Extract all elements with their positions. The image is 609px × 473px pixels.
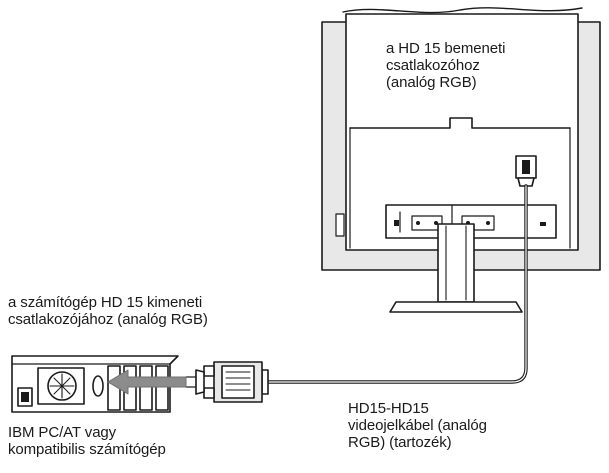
label-computer: IBM PC/AT vagy kompatibilis számítógép xyxy=(8,424,166,458)
cable-monitor-connector xyxy=(515,155,537,187)
monitor-top-break xyxy=(342,7,583,14)
connect-arrow xyxy=(107,369,187,395)
label-monitor-input-line-2: csatlakozóhoz xyxy=(386,57,480,74)
label-computer-output-line-2: csatlakozójához (analóg RGB) xyxy=(8,311,208,328)
label-cable: HD15-HD15 videojelkábel (analóg RGB) (ta… xyxy=(348,400,487,451)
label-computer-line-1: IBM PC/AT vagy xyxy=(8,424,117,441)
monitor-rear-view xyxy=(321,7,601,313)
monitor-cover-plate xyxy=(349,117,571,129)
cable-computer-connector xyxy=(185,361,269,403)
label-cable-line-3: RGB) (tartozék) xyxy=(348,434,452,451)
monitor-back-panel xyxy=(345,13,579,251)
label-computer-output-line-1: a számítógép HD 15 kimeneti xyxy=(8,294,203,311)
monitor-side-bracket xyxy=(335,213,345,237)
label-monitor-input-line-1: a HD 15 bemeneti xyxy=(386,40,506,57)
label-computer-line-2: kompatibilis számítógép xyxy=(8,441,166,458)
label-computer-output: a számítógép HD 15 kimeneti csatlakozójá… xyxy=(8,294,208,328)
computer-rear-panel xyxy=(11,355,179,413)
label-cable-line-1: HD15-HD15 xyxy=(348,400,429,417)
label-monitor-input-line-3: (analóg RGB) xyxy=(386,74,477,91)
label-cable-line-2: videojelkábel (analóg xyxy=(348,417,487,434)
label-monitor-input: a HD 15 bemeneti csatlakozóhoz (analóg R… xyxy=(386,40,505,91)
monitor-stand-base xyxy=(389,301,523,313)
monitor-stand-neck xyxy=(437,223,475,303)
